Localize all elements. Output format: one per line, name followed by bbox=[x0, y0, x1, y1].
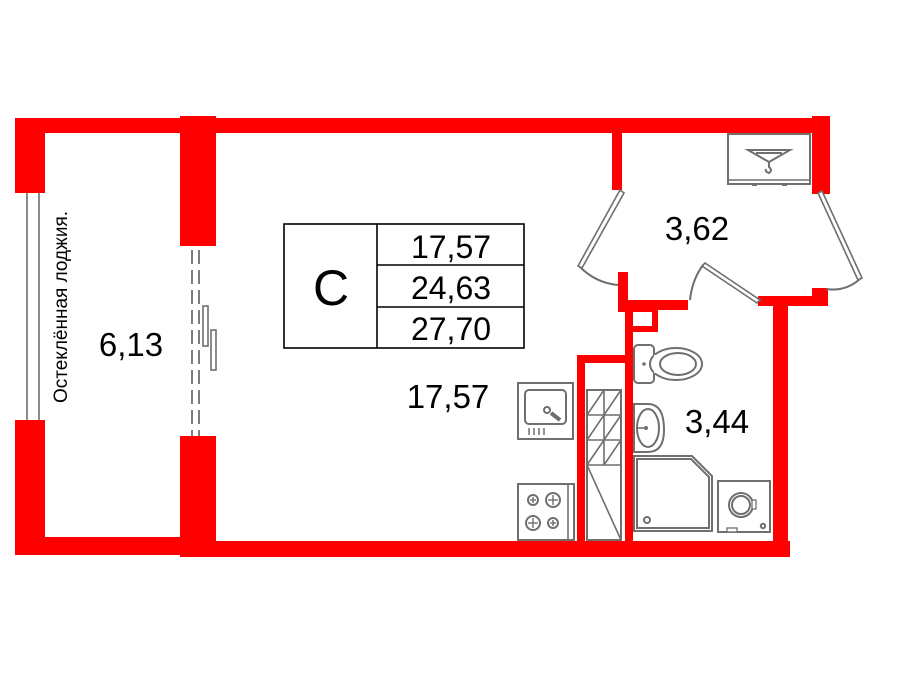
stove-icon bbox=[517, 483, 575, 541]
bathroom-sink-icon bbox=[633, 403, 666, 453]
cabinet-shelving-icon bbox=[586, 389, 622, 541]
entrance-door-right bbox=[816, 189, 864, 291]
total-area-with-loggia-value: 27,70 bbox=[411, 311, 491, 347]
entrance-door-left bbox=[576, 188, 626, 286]
shower-tray-icon bbox=[633, 455, 713, 532]
loggia-window bbox=[26, 193, 40, 420]
total-area-value: 24,63 bbox=[411, 270, 491, 306]
bathroom-area-label: 3,44 bbox=[685, 403, 749, 440]
loggia-name-label: Остеклённая лоджия. bbox=[51, 211, 72, 403]
walls bbox=[15, 116, 830, 557]
bathroom-door bbox=[689, 261, 762, 305]
washing-machine-icon bbox=[717, 480, 771, 533]
toilet-icon bbox=[633, 344, 703, 384]
balcony-door bbox=[191, 250, 217, 436]
loggia-area-label: 6,13 bbox=[99, 326, 163, 363]
hallway-area-label: 3,62 bbox=[665, 210, 729, 247]
living-area-value: 17,57 bbox=[411, 229, 491, 265]
area-summary-table: C 17,57 24,63 27,70 bbox=[283, 223, 525, 349]
kitchen-sink-icon bbox=[517, 382, 574, 440]
wardrobe-hanger-icon bbox=[727, 133, 811, 186]
unit-type-code: C bbox=[313, 260, 349, 316]
main-room-area-label: 17,57 bbox=[407, 378, 490, 415]
